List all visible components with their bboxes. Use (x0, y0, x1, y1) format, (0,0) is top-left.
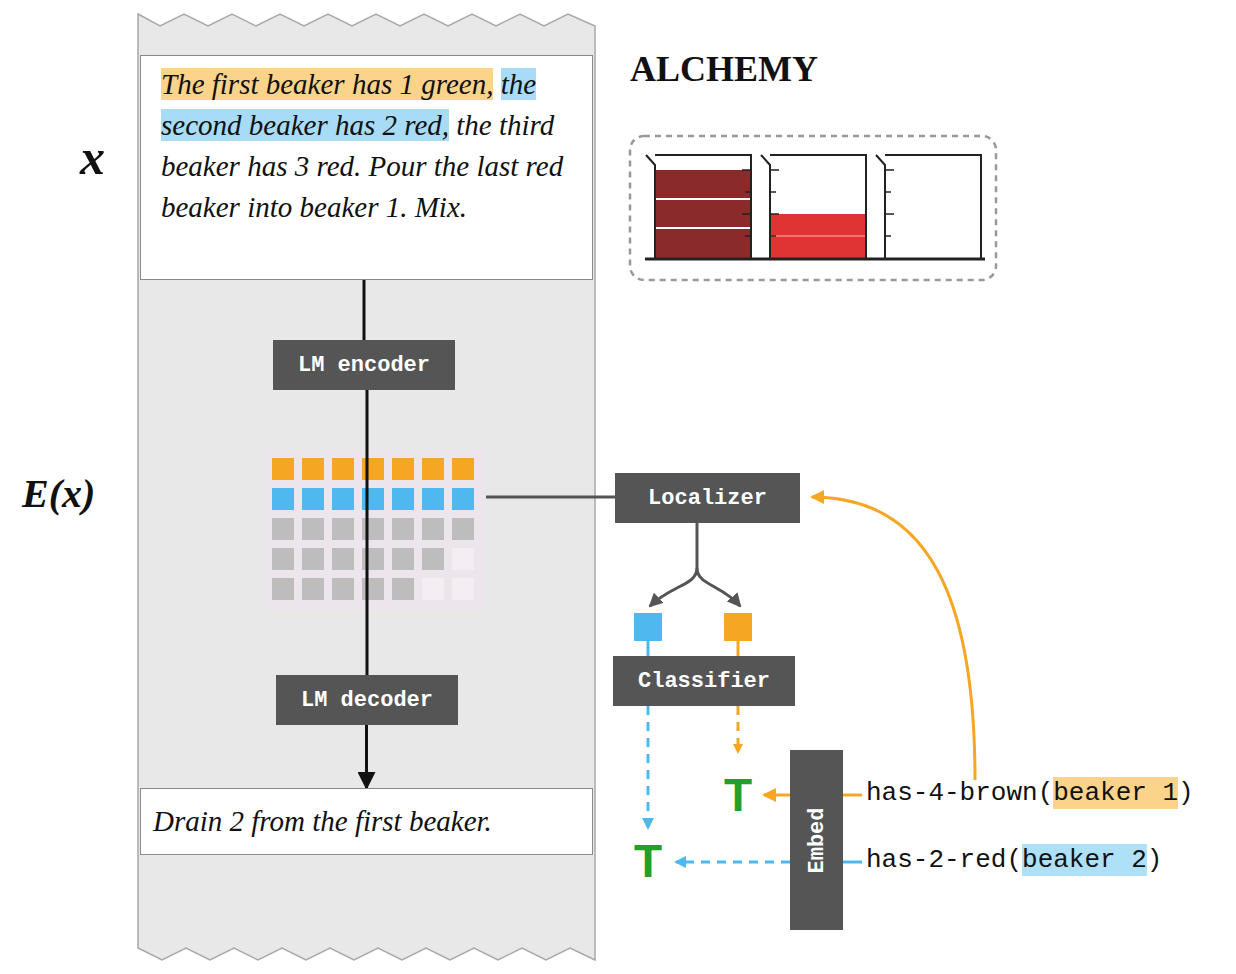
process-box: LM encoder (273, 340, 455, 390)
panel-label: E(x) (22, 470, 95, 517)
embed-in (843, 794, 862, 797)
process-box: Localizer (615, 473, 800, 523)
flow-connector (363, 280, 366, 340)
predicate-text: has-4-brown( (866, 777, 1053, 809)
output-text-box: Drain 2 from the first beaker. (140, 788, 593, 855)
flow-connector (366, 390, 369, 675)
feed-line (486, 496, 615, 499)
predicate-text: ) (1147, 844, 1163, 876)
embedding-ground (265, 450, 485, 610)
classifier-out (737, 706, 740, 752)
illustration-title: ALCHEMY (630, 48, 818, 90)
text-span: The first beaker has 1 green, (161, 68, 493, 100)
query-arrow (812, 497, 975, 780)
predicate-row: has-2-red(beaker 2) (866, 844, 1162, 876)
truth-value: T (634, 834, 662, 888)
entity-argument: beaker 2 (1022, 844, 1147, 876)
box-label: LM decoder (301, 688, 433, 713)
embed-out (676, 861, 790, 864)
process-box: Classifier (613, 656, 795, 706)
embed-in (843, 861, 862, 864)
truth-value: T (724, 768, 752, 822)
box-label: LM encoder (298, 353, 430, 378)
panel-label: x (80, 128, 105, 186)
box-label: Embed (804, 807, 829, 873)
predicate-text: has-2-red( (866, 844, 1022, 876)
paper-strip (138, 14, 595, 960)
predicate-row: has-4-brown(beaker 1) (866, 777, 1194, 809)
split-arrow (650, 523, 697, 606)
process-box: LM decoder (276, 675, 458, 725)
box-label: Classifier (638, 669, 770, 694)
predicate-text: ) (1178, 777, 1194, 809)
process-box: Embed (790, 750, 843, 930)
orange-vector (724, 613, 752, 641)
embedding-grid (272, 458, 474, 600)
flow-connector (365, 725, 368, 788)
split-arrow (697, 568, 740, 606)
box-label: Localizer (648, 486, 767, 511)
blue-vector (634, 613, 662, 641)
embed-out (764, 794, 790, 797)
text-span: Drain 2 from the first beaker. (153, 801, 492, 842)
entity-argument: beaker 1 (1053, 777, 1178, 809)
beaker-frame (630, 136, 996, 280)
beakers (645, 155, 985, 259)
classifier-out (647, 706, 650, 828)
input-text-box: The first beaker has 1 green, the second… (140, 55, 593, 280)
